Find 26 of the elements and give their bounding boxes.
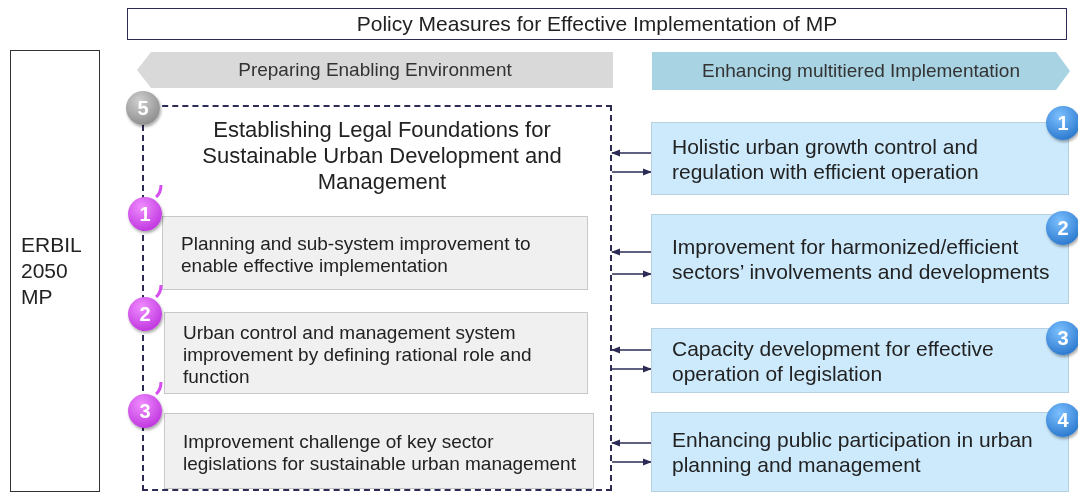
arrow [611, 270, 652, 278]
arrow [611, 248, 652, 256]
arrow-banner [137, 52, 613, 88]
arrow [611, 365, 652, 373]
banner-text: Preparing Enabling Environment [237, 58, 513, 82]
banner-text: Enhancing multitiered Implementation [701, 59, 1021, 83]
number-badge: 3 [1046, 321, 1078, 355]
arrow [611, 168, 652, 176]
number-badge: 1 [1046, 106, 1078, 140]
arrow [611, 458, 652, 466]
arrow [611, 439, 652, 447]
number-badge: 1 [128, 197, 162, 231]
number-badge: 5 [126, 91, 160, 125]
text-box: Planning and sub-system improvement to enable effective implementation [162, 216, 588, 290]
arrow-banner [652, 52, 1070, 90]
title-box: Policy Measures for Effective Implementation of MP [127, 8, 1067, 40]
text-box: Improvement challenge of key sector legislations for sustainable urban management [164, 413, 594, 489]
number-badge: 3 [128, 394, 162, 428]
number-badge: 4 [1046, 403, 1078, 437]
number-badge: 2 [128, 297, 162, 331]
number-badge: 2 [1046, 211, 1078, 245]
group-heading: Establishing Legal Foundations for Sustainable Urban Development and Management [201, 117, 563, 195]
arrow [611, 346, 652, 354]
label-box: ERBIL 2050 MP [10, 50, 100, 492]
arrow [611, 149, 652, 157]
text-box: Urban control and management system improvement by defining rational role and function [164, 312, 588, 394]
